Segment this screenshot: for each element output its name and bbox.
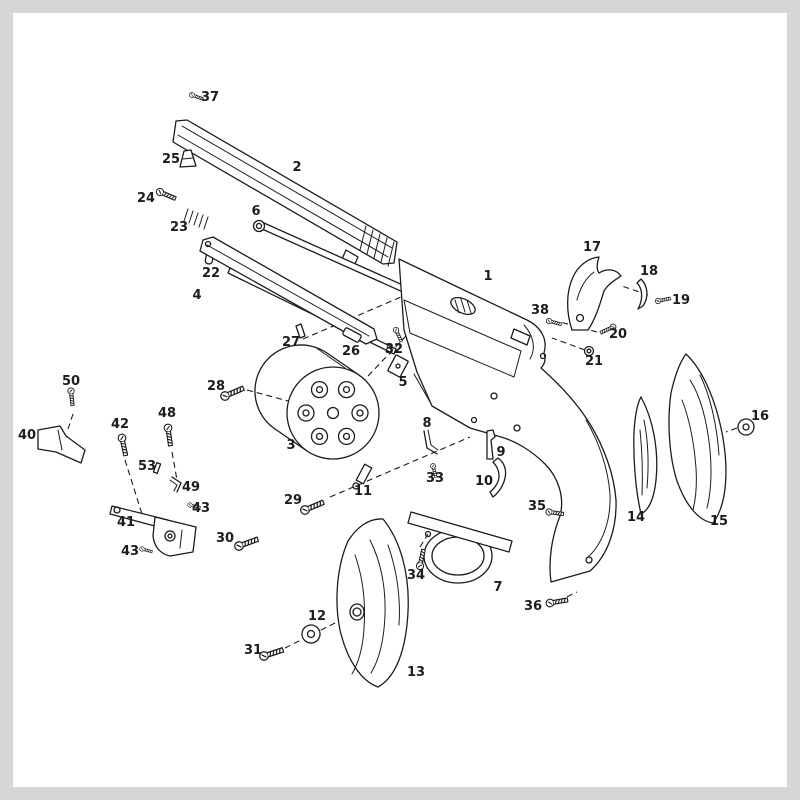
part-1-frame (398, 258, 617, 583)
part-3-cylinder (254, 344, 380, 460)
part-label-27: 27 (282, 335, 300, 350)
part-label-32: 32 (385, 342, 403, 357)
part-24-screw (154, 186, 178, 203)
part-10-trigger (489, 457, 507, 498)
part-label-9: 9 (496, 445, 505, 460)
part-14-grip-insert (633, 396, 658, 515)
part-48-screw (163, 423, 175, 447)
part-label-53: 53 (138, 459, 156, 474)
part-18-sear-lever (636, 278, 648, 310)
part-15-grip-panel (668, 353, 727, 524)
part-label-2: 2 (292, 160, 301, 175)
part-label-18: 18 (640, 264, 658, 279)
part-19-screw (654, 295, 672, 305)
part-41-latch-assembly (109, 505, 197, 557)
part-label-3: 3 (286, 438, 295, 453)
part-label-29: 29 (284, 493, 302, 508)
part-label-1: 1 (483, 269, 492, 284)
part-21-washer (583, 345, 595, 357)
part-50-screw (67, 387, 77, 407)
part-25-front-sight (179, 149, 197, 168)
part-label-25: 25 (162, 152, 180, 167)
part-label-34: 34 (407, 568, 425, 583)
part-43-screw-b (138, 545, 154, 555)
part-label-21: 21 (585, 354, 603, 369)
part-5-bolt-block (387, 354, 409, 378)
part-label-50: 50 (62, 374, 80, 389)
part-label-10: 10 (475, 474, 493, 489)
part-label-5: 5 (398, 375, 407, 390)
part-label-19: 19 (672, 293, 690, 308)
part-label-35: 35 (528, 499, 546, 514)
part-label-30: 30 (216, 531, 234, 546)
part-9-hand (486, 429, 496, 460)
part-49-clip (169, 476, 182, 493)
part-label-4: 4 (192, 288, 201, 303)
parts-layer (37, 91, 755, 688)
part-label-8: 8 (422, 416, 431, 431)
part-23-spring (183, 208, 209, 230)
part-13-grip-panel (336, 518, 409, 688)
part-label-43: 43 (192, 501, 210, 516)
part-label-22: 22 (202, 266, 220, 281)
part-8-flat-spring (423, 429, 439, 455)
part-label-49: 49 (182, 480, 200, 495)
part-7-trigger-guard (407, 511, 513, 584)
part-42-screw (116, 432, 131, 457)
part-32-screw (392, 326, 405, 343)
part-36-screw (545, 595, 569, 608)
part-label-41: 41 (117, 515, 135, 530)
part-label-15: 15 (710, 514, 728, 529)
part-30-screw (232, 534, 260, 553)
part-label-31: 31 (244, 643, 262, 658)
part-38-screw (545, 317, 563, 328)
part-2-barrel (172, 119, 398, 267)
part-label-20: 20 (609, 327, 627, 342)
part-label-7: 7 (493, 580, 502, 595)
part-label-12: 12 (308, 609, 326, 624)
part-label-6: 6 (251, 204, 260, 219)
part-26-bushing (342, 327, 362, 343)
part-label-37: 37 (201, 90, 219, 105)
part-label-28: 28 (207, 379, 225, 394)
part-11-plunger (352, 463, 373, 490)
part-label-11: 11 (354, 484, 372, 499)
part-label-13: 13 (407, 665, 425, 680)
part-label-48: 48 (158, 406, 176, 421)
part-label-26: 26 (342, 344, 360, 359)
part-label-40: 40 (18, 428, 36, 443)
part-12-washer (301, 624, 321, 644)
part-label-14: 14 (627, 510, 645, 525)
part-40-sight-base (37, 425, 86, 464)
part-label-24: 24 (137, 191, 155, 206)
part-label-43: 43 (121, 544, 139, 559)
part-29-screw (298, 497, 326, 517)
part-53-pin (152, 461, 162, 475)
part-16-washer (737, 418, 755, 436)
part-label-36: 36 (524, 599, 542, 614)
part-17-hammer (566, 256, 622, 331)
part-label-16: 16 (751, 409, 769, 424)
part-label-38: 38 (531, 303, 549, 318)
part-label-42: 42 (111, 417, 129, 432)
part-label-23: 23 (170, 220, 188, 235)
part-label-17: 17 (583, 240, 601, 255)
part-27-pin (295, 323, 306, 339)
part-label-33: 33 (426, 471, 444, 486)
part-31-screw (257, 645, 285, 663)
